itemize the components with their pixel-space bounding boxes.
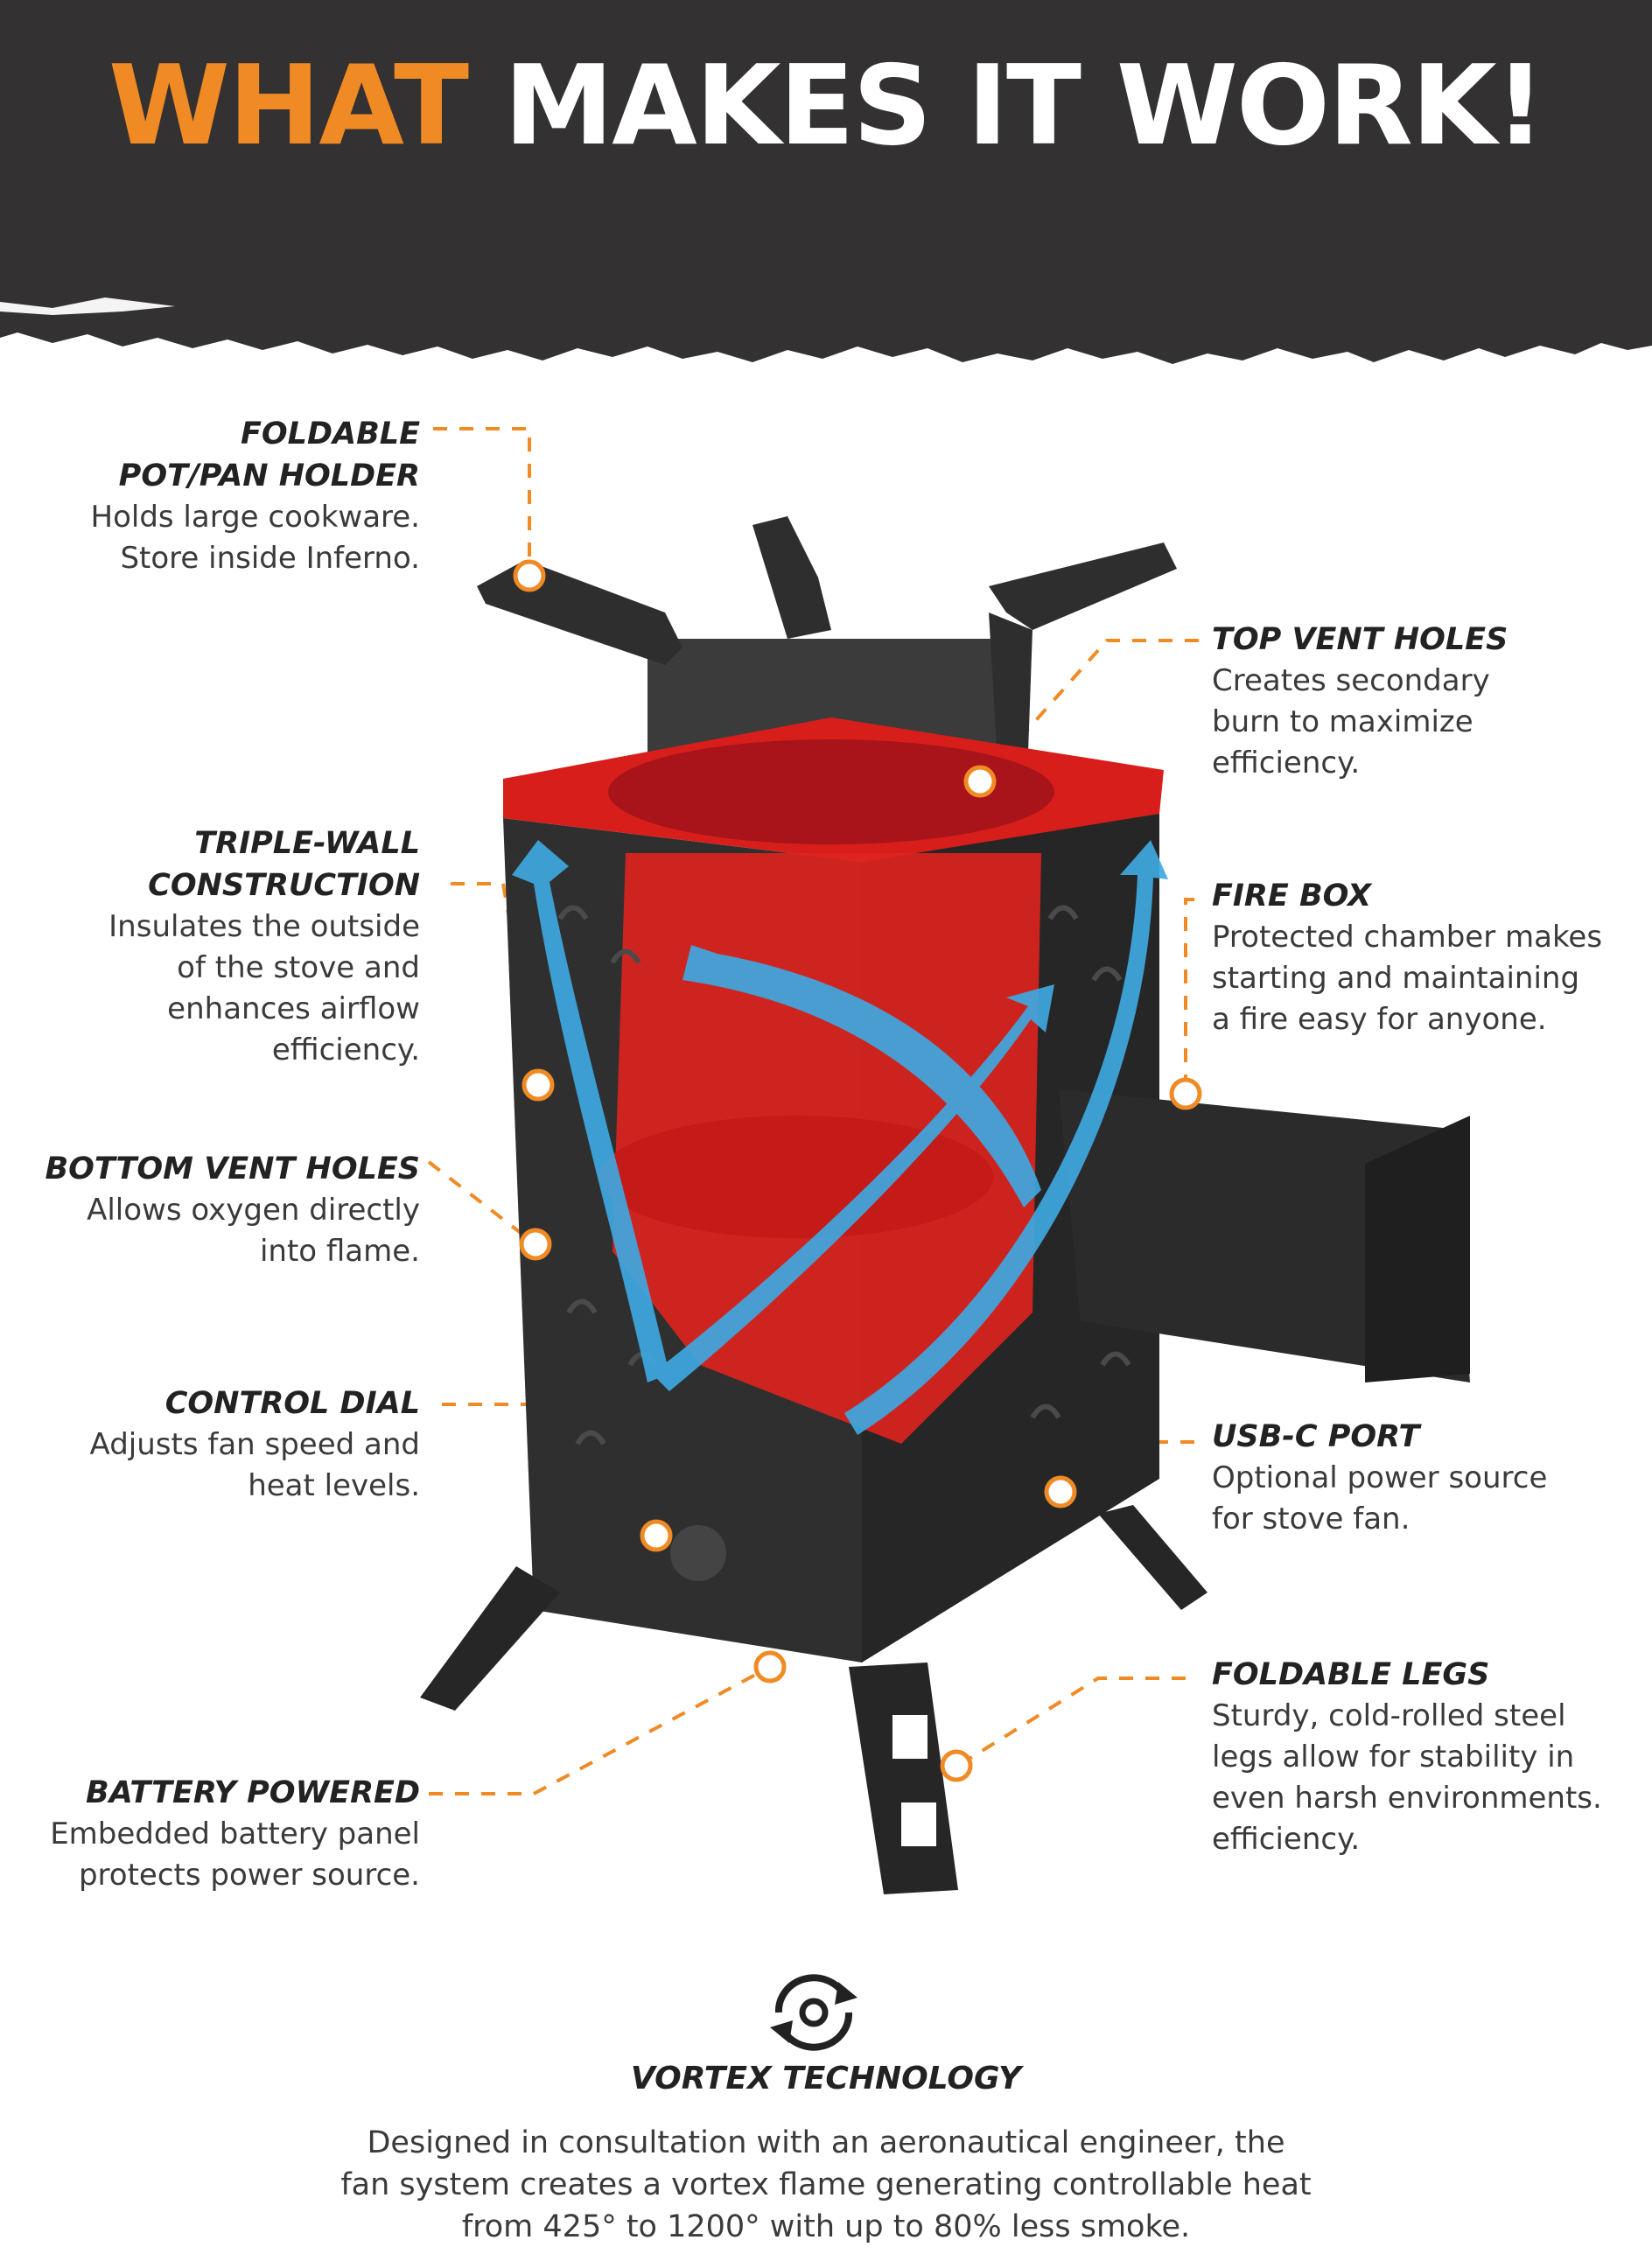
callout-description: Sturdy, cold-rolled steel [1212,1698,1566,1733]
callout-description: Allows oxygen directly [87,1193,420,1228]
callout-description: efficiency. [1212,1822,1361,1857]
footer-description-line: fan system creates a vortex flame genera… [340,2167,1312,2202]
callout-battery: BATTERY POWERED Embedded battery panel p… [9,1772,420,1896]
callout-pot-holder: FOLDABLE POT/PAN HOLDER Holds large cook… [9,413,420,579]
marker-top-vent [963,765,997,798]
callout-heading: BOTTOM VENT HOLES [45,1152,420,1186]
callout-top-vent: TOP VENT HOLES Creates secondary burn to… [1212,619,1652,784]
callout-description: burn to maximize [1212,704,1474,739]
callout-description: Protected chamber makes [1212,920,1603,955]
callout-description: Adjusts fan speed and [89,1427,420,1462]
footer-description-line: from 425° to 1200° with up to 80% less s… [461,2209,1191,2244]
callout-heading: TRIPLE-WALL [194,826,420,861]
marker-legs [940,1749,973,1782]
leg-slot [901,1802,936,1846]
header-banner: WHAT MAKES IT WORK! [0,0,1652,411]
leader-fire-box [1184,898,1194,1092]
header-brush-background [0,0,1652,364]
marker-control-dial [640,1519,673,1552]
vent-pattern [557,905,1131,1446]
footer-description-line: Designed in consultation with an aeronau… [367,2125,1285,2160]
callout-markers [513,559,1202,1782]
callout-legs: FOLDABLE LEGS Sturdy, cold-rolled steel … [1212,1654,1652,1860]
callout-description: efficiency. [271,1032,420,1068]
leader-legs [956,1676,1186,1768]
callout-description: Holds large cookware. [90,500,420,535]
callout-description: Creates secondary [1212,663,1490,698]
control-dial-knob [670,1525,726,1581]
marker-triple-wall [522,1068,555,1102]
callout-heading: POT/PAN HOLDER [118,458,420,494]
callout-description: enhances airflow [167,991,420,1026]
callout-description: starting and maintaining [1212,961,1580,996]
red-bowl [599,1116,993,1238]
callout-description: protects power source. [78,1858,420,1893]
callout-description: heat levels. [248,1468,420,1503]
callout-heading: CONTROL DIAL [164,1386,420,1421]
marker-bottom-vent [519,1228,552,1261]
callout-heading: FOLDABLE LEGS [1212,1657,1490,1692]
callout-fire-box: FIRE BOX Protected chamber makes startin… [1212,875,1652,1040]
callout-control-dial: CONTROL DIAL Adjusts fan speed and heat … [9,1382,420,1507]
callout-description: into flame. [259,1234,420,1269]
airflow-arrows [512,840,1168,1435]
callout-description: legs allow for stability in [1212,1740,1575,1774]
pot-holder-arms [477,516,1177,761]
callout-description: Insulates the outside [108,909,420,944]
title-accent-word: WHAT [108,41,469,170]
callout-description: efficiency. [1212,746,1361,780]
callout-triple-wall: TRIPLE-WALL CONSTRUCTION Insulates the o… [9,822,420,1071]
callout-heading: CONSTRUCTION [148,868,420,903]
leader-battery [429,1665,771,1796]
callout-description: for stove fan. [1212,1502,1410,1536]
marker-battery [753,1650,787,1684]
vortex-icon [770,1974,858,2051]
callout-description: even harsh environments. [1212,1781,1602,1816]
callout-bottom-vent: BOTTOM VENT HOLES Allows oxygen directly… [9,1148,420,1272]
callout-heading: FIRE BOX [1212,878,1372,914]
callout-heading: TOP VENT HOLES [1212,622,1508,657]
callout-description: Store inside Inferno. [120,541,420,576]
marker-usb [1044,1475,1077,1508]
leader-bottom-vent [427,1160,537,1246]
fire-box-door [1365,1116,1470,1382]
title-main-words: MAKES IT WORK! [503,41,1545,170]
callout-usb: USB-C PORT Optional power source for sto… [1212,1416,1652,1540]
leg-slot [892,1715,928,1759]
red-rim-opening [608,739,1054,844]
marker-pot-holder [513,559,546,592]
callout-heading: USB-C PORT [1212,1419,1420,1454]
callout-heading: FOLDABLE [241,416,420,452]
marker-fire-box [1169,1077,1202,1110]
callout-description: a fire easy for anyone. [1212,1002,1547,1037]
footer-description: Designed in consultation with an aeronau… [262,2122,1390,2248]
callout-description: Optional power source [1212,1460,1548,1495]
callout-description: of the stove and [177,950,420,985]
page-title: WHAT MAKES IT WORK! [0,51,1652,161]
footer-title: VORTEX TECHNOLOGY [630,2061,1022,2096]
leader-pot-holder [433,427,531,573]
callout-description: Embedded battery panel [50,1816,420,1852]
callout-heading: BATTERY POWERED [86,1775,420,1810]
